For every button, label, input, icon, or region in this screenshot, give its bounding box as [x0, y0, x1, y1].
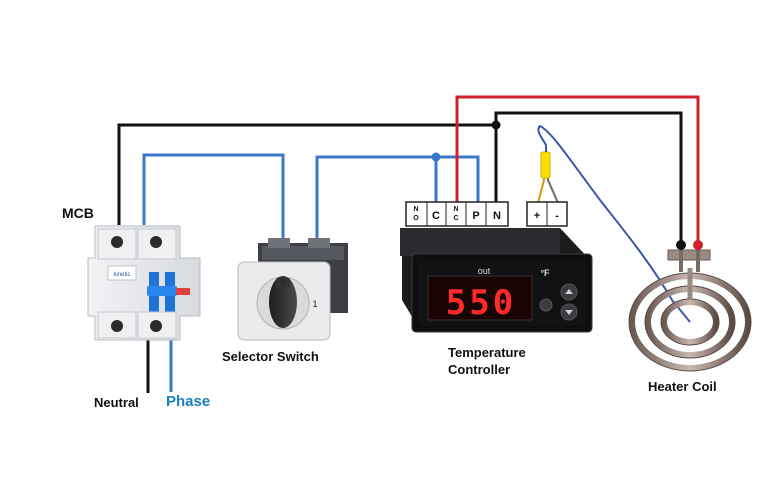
terminal-nc-label: N	[453, 206, 458, 213]
selector-switch: 0 1	[237, 238, 348, 341]
junction-dot	[491, 120, 501, 130]
phase-wires	[142, 153, 480, 392]
heater-coil	[628, 240, 752, 372]
terminal-no-label: N	[413, 206, 418, 213]
controller-buttons	[539, 283, 578, 321]
temperature-controller-label-line1: Temperature	[448, 345, 526, 360]
terminal-no-label-2: O	[413, 215, 419, 222]
switch-position-0: 0	[280, 276, 285, 286]
switch-position-1: 1	[312, 299, 317, 309]
neutral-label: Neutral	[94, 395, 139, 410]
terminal-p-label: P	[472, 210, 479, 222]
sensor-plus-label: +	[534, 210, 540, 222]
mcb: kinetic	[87, 225, 201, 341]
heater-coil-label: Heater Coil	[648, 379, 717, 394]
selector-switch-label: Selector Switch	[222, 349, 319, 364]
sensor-minus-label: -	[555, 210, 559, 222]
svg-text:kinetic: kinetic	[113, 272, 130, 278]
terminal-dot	[693, 240, 703, 250]
terminal-c-label: C	[432, 210, 440, 222]
terminal-block	[405, 201, 568, 227]
junction-dot	[431, 152, 441, 162]
terminal-n-label: N	[493, 210, 501, 222]
mcb-label: MCB	[62, 205, 94, 221]
terminal-dot	[676, 240, 686, 250]
phase-label: Phase	[166, 393, 211, 410]
temperature-controller: N O C N C P N + - out °F 550	[400, 201, 593, 333]
sensor-wires	[537, 124, 691, 323]
display-readout: 550	[446, 283, 516, 323]
live-wire	[455, 95, 700, 245]
terminal-nc-label-2: C	[453, 215, 458, 222]
out-label: out	[478, 266, 491, 276]
unit-label: °F	[540, 268, 550, 278]
temperature-controller-label-line2: Controller	[448, 362, 511, 377]
